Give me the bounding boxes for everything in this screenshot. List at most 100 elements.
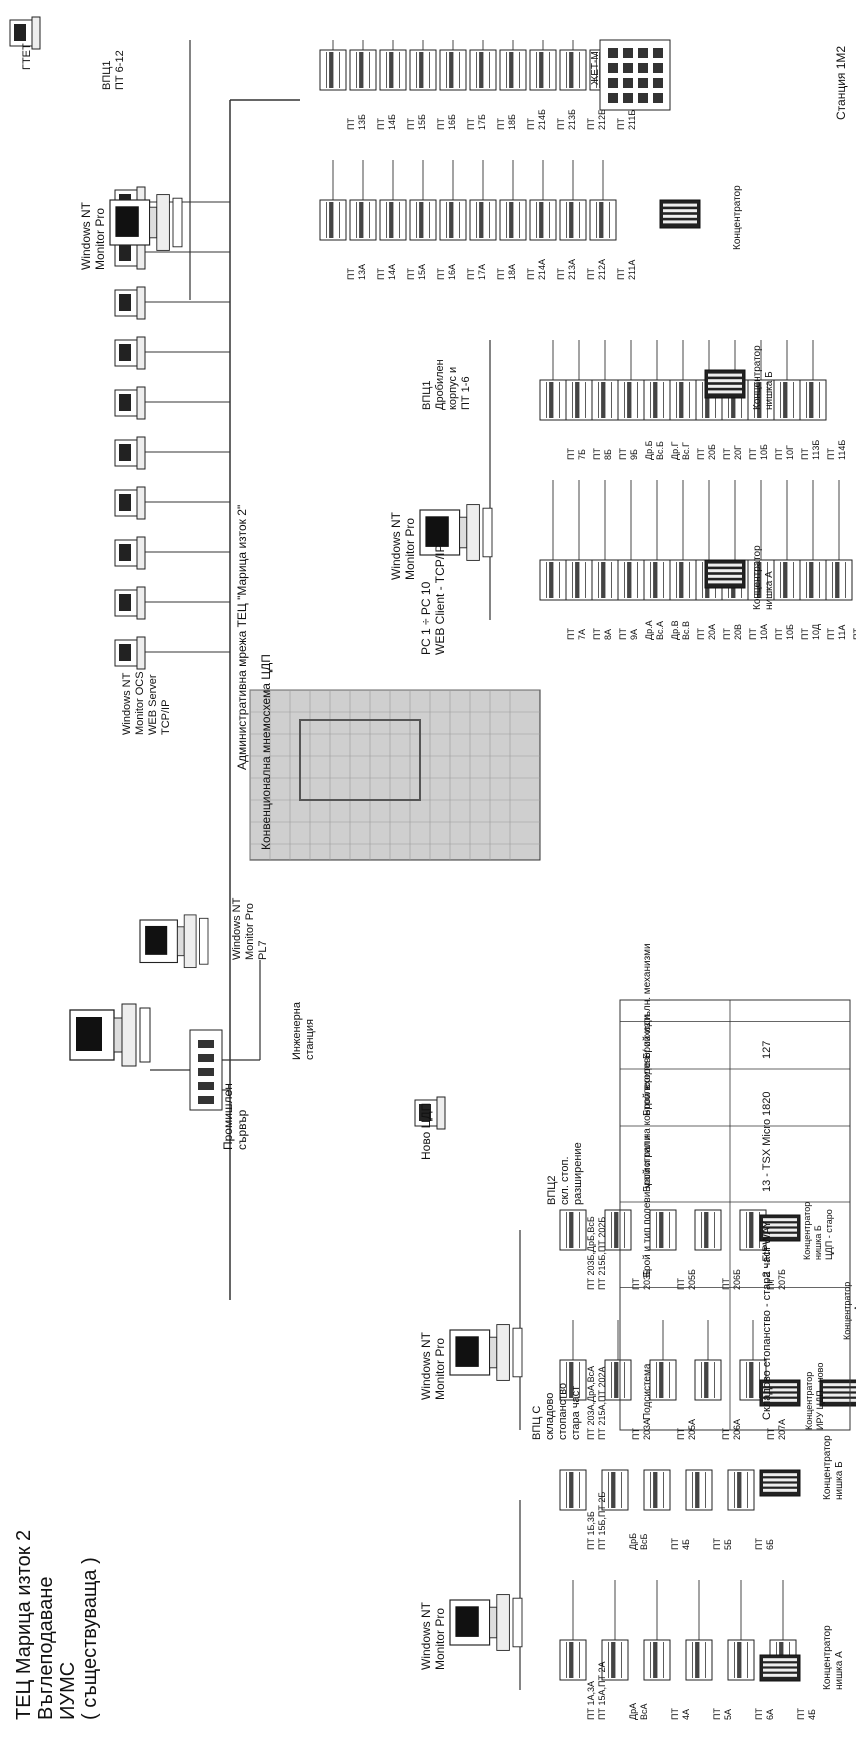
rack-module xyxy=(757,562,761,598)
server-desc-line: Windows NT xyxy=(121,672,133,735)
vpc-c-title-line: ВПЦ С xyxy=(531,1406,543,1440)
vpc2-rack-a-label-line: ПТ 215А,ПТ 202А xyxy=(597,1367,607,1440)
vpc-c-rack-a-label-line: ПТ 1А,3А xyxy=(586,1681,596,1720)
concentrator-port xyxy=(663,214,697,218)
switch-port xyxy=(198,1068,214,1076)
pc-base xyxy=(136,486,146,520)
vpc1-rack-b xyxy=(565,379,593,421)
concentrator-port xyxy=(763,1668,797,1672)
vpc2-rack-a xyxy=(604,1359,632,1401)
rack-module xyxy=(783,562,787,598)
vpc1-12-rack-a-label-line: 17А xyxy=(477,264,487,280)
keyboard-key xyxy=(638,78,648,88)
vpc1-rack-a-label-line: 20А xyxy=(707,624,717,640)
rack-module xyxy=(329,52,333,88)
vpc1-rack-b-label-line: ПТ xyxy=(826,448,836,460)
rack-module xyxy=(549,562,553,598)
rack-module xyxy=(614,1212,618,1248)
vpc1-rack-b-label-line: ПТ xyxy=(618,448,628,460)
vpc1-12-rack-a xyxy=(379,199,407,241)
pc-screen xyxy=(419,1104,431,1121)
vpc1-12-rack-b-label-line: 13Б xyxy=(357,114,367,130)
rack-module xyxy=(569,1362,573,1398)
vpc1-rack-b-label-line: Вс.Г xyxy=(681,442,691,460)
client-pc xyxy=(114,236,146,270)
table-header-text: Брой входове/ изходи xyxy=(642,1015,653,1116)
industrial-server xyxy=(69,1003,151,1067)
vpc1-conc-a xyxy=(704,559,746,589)
vpc1-rack-b-label-line: Вс.Б xyxy=(655,441,665,460)
vpc1-rack-b-label-line: 20Г xyxy=(733,445,743,460)
mimic-label: Конвенционална мнемосхема ЦДП xyxy=(259,654,273,850)
rack-module xyxy=(389,202,393,238)
vpc1-12-rack-a-label-line: 214А xyxy=(537,259,547,280)
engineering-desc-line: PL7 xyxy=(257,940,269,960)
concentrator-port xyxy=(823,1398,856,1402)
rack-module xyxy=(419,52,423,88)
server-desc-line: TCP/IP xyxy=(160,700,172,735)
vpc2-rack-b-label-line: 206Б xyxy=(732,1269,742,1290)
vpc1-12-rack-a-label-line: ПТ xyxy=(586,268,596,280)
vpc-c-rack-b xyxy=(559,1469,587,1511)
keyboard-key xyxy=(623,93,633,103)
rack-module xyxy=(695,1472,699,1508)
rack-module xyxy=(749,1212,753,1248)
mimic-label-line: Конвенционална мнемосхема ЦДП xyxy=(259,654,273,850)
gtet-label-line: ГТЕТ xyxy=(21,43,33,70)
vpc1-rack-b-label-line: ПТ xyxy=(722,448,732,460)
rack-module xyxy=(659,1362,663,1398)
vpc-c-rack-a-label-line: ДрА xyxy=(628,1703,638,1720)
vpc1-12-rack-b-label-line: 15Б xyxy=(417,114,427,130)
concentrator-port xyxy=(708,379,742,383)
vpc1-12-rack-b-label-line: ПТ xyxy=(616,118,626,130)
table-header-text: Брой и тип на контролерите xyxy=(642,1061,653,1192)
vpc2-rack-b-label-line: ПТ 203Б,ДрБ,ВсБ xyxy=(586,1216,596,1290)
monitor-screen xyxy=(145,925,168,955)
network-label: Административна мрежа ТЕЦ "Марица изток … xyxy=(235,505,249,770)
rack-module xyxy=(599,202,603,238)
table-value-cell: 1820 xyxy=(761,1092,773,1116)
pc-screen xyxy=(119,594,131,611)
vpc1-12-rack-a-label-line: 213А xyxy=(567,259,577,280)
vpc-c-rack-a xyxy=(559,1639,587,1681)
table-frame xyxy=(619,999,851,1431)
vpc1-rack-a-label-line: 7А xyxy=(577,629,587,640)
monitor-stand xyxy=(459,516,468,549)
server-label-line: сървър xyxy=(235,1109,249,1150)
vpc1-rack-a xyxy=(799,559,827,601)
vpc2-rack-b-label-line: ПТ 215Б,ПТ 202Б xyxy=(597,1217,607,1290)
vpc1-12-title-line: ПТ 6-12 xyxy=(114,50,126,90)
keyboard-key xyxy=(638,48,648,58)
vpc-c-rack-b xyxy=(643,1469,671,1511)
vpc1-conc-b-label-line: нишка Б xyxy=(764,371,775,410)
vpc2-conc-b-old-label-line: ЦДП - старо xyxy=(824,1209,834,1260)
pc-screen xyxy=(119,544,131,561)
vpc1-rack-a-label-line: Др.А xyxy=(644,620,654,640)
concentrator-port xyxy=(763,1388,797,1392)
vpc2-rack-b-label-line: ПТ xyxy=(676,1278,686,1290)
vpc1-12-rack-a-label-line: 212А xyxy=(597,259,607,280)
keyboard-key xyxy=(608,48,618,58)
vpc1-rack-a-label-line: ПТ xyxy=(748,628,758,640)
vpc1-12-rack-b-label-line: 214Б xyxy=(537,109,547,130)
rack-module xyxy=(549,382,553,418)
vpc1-12-rack-a-label-line: ПТ xyxy=(496,268,506,280)
concentrator-port xyxy=(763,1478,797,1482)
